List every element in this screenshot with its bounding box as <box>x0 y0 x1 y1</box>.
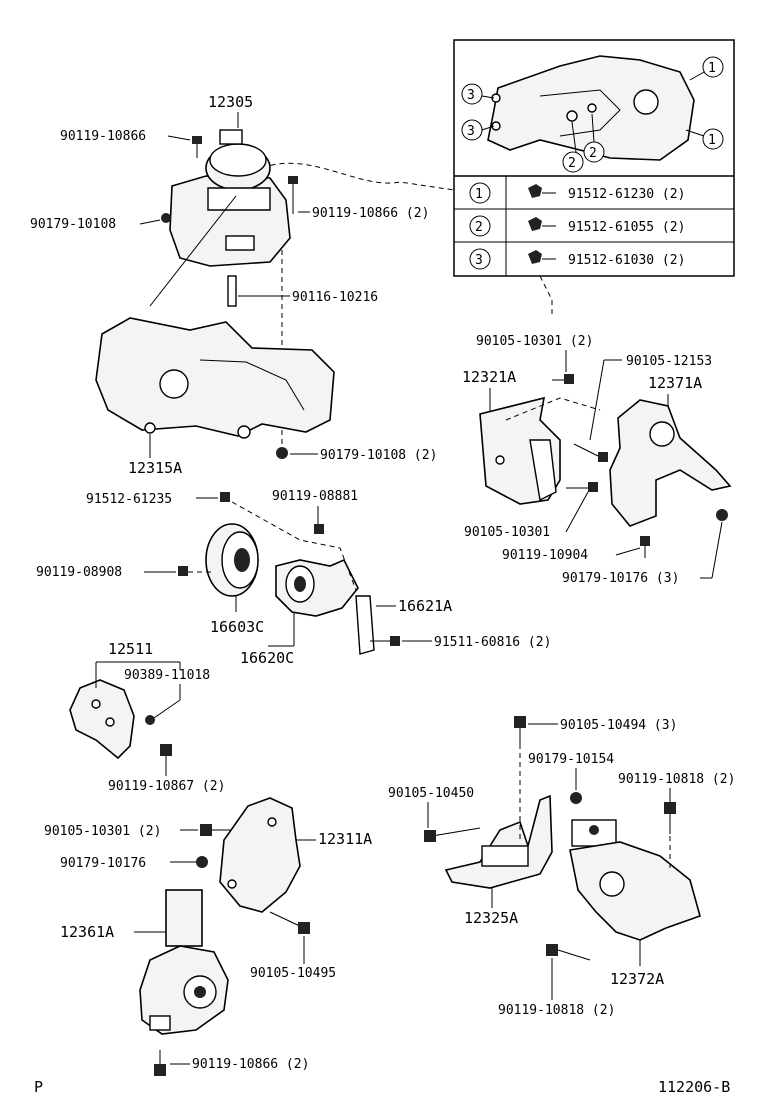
label-90105-10495: 90105-10495 <box>250 966 336 981</box>
label-12315A: 12315A <box>128 459 182 477</box>
bolt-icon <box>664 802 676 834</box>
bracket-12311A <box>219 797 301 913</box>
label-91512-61235: 91512-61235 <box>86 492 172 507</box>
bolt-icon <box>192 136 202 158</box>
svg-text:91512-61030 (2): 91512-61030 (2) <box>568 253 685 268</box>
stud-icon <box>227 275 237 307</box>
footer-page-marker: P <box>34 1078 43 1096</box>
svg-text:3: 3 <box>467 124 475 139</box>
bolt-icon <box>514 716 526 744</box>
label-12311A: 12311A <box>318 830 372 848</box>
inset-callout: 1 <box>702 56 724 78</box>
label-90105-10301-c: 90105-10301 (2) <box>44 824 161 839</box>
nut-icon <box>145 715 155 725</box>
label-12372A: 12372A <box>610 970 664 988</box>
bolt-icon <box>370 636 400 646</box>
label-16620C: 16620C <box>240 649 294 667</box>
bolt-icon <box>154 1050 166 1076</box>
footer-figure-code: 112206-B <box>658 1078 730 1096</box>
inset-callout: 2 <box>583 141 605 163</box>
inset-table-row: 3 91512-61030 (2) <box>469 248 685 270</box>
label-12321A: 12321A <box>462 368 516 386</box>
svg-text:2: 2 <box>589 146 597 161</box>
label-16621A: 16621A <box>398 597 452 615</box>
label-90105-10301: 90105-10301 <box>464 525 550 540</box>
inset-callout: 3 <box>461 83 483 105</box>
bracket-12511 <box>69 679 135 760</box>
label-16603C: 16603C <box>210 618 264 636</box>
label-12361A: 12361A <box>60 923 114 941</box>
nut-icon <box>570 792 582 804</box>
label-90105-10301-2: 90105-10301 (2) <box>476 334 593 349</box>
bracket-12325A <box>444 794 553 889</box>
label-90119-10818-2: 90119-10818 (2) <box>618 772 735 787</box>
bracket-12315A <box>95 317 335 439</box>
svg-text:91512-61055 (2): 91512-61055 (2) <box>568 220 685 235</box>
bolt-icon <box>200 824 230 836</box>
label-90105-10450: 90105-10450 <box>388 786 474 801</box>
inset-callout: 2 <box>562 151 584 173</box>
bolt-icon <box>573 443 608 462</box>
label-90179-10108: 90179-10108 <box>30 217 116 232</box>
label-12371A: 12371A <box>648 374 702 392</box>
svg-text:91512-61230 (2): 91512-61230 (2) <box>568 187 685 202</box>
bolt-icon <box>314 524 324 534</box>
label-90116-10216: 90116-10216 <box>292 290 378 305</box>
svg-text:2: 2 <box>568 156 576 171</box>
label-90119-10818-b: 90119-10818 (2) <box>498 1003 615 1018</box>
bolt-icon <box>269 911 310 934</box>
mount-12372A <box>569 819 701 941</box>
inset-table-row: 1 91512-61230 (2) <box>469 182 685 204</box>
inset-callout: 3 <box>461 119 483 141</box>
bracket-12321A <box>479 396 561 505</box>
nut-icon <box>196 856 208 868</box>
label-90179-10108-2: 90179-10108 (2) <box>320 448 437 463</box>
bolt-icon <box>288 176 298 214</box>
inset-detail: 1 1 3 3 2 2 1 <box>453 39 735 277</box>
bolt-icon <box>552 374 574 384</box>
label-90105-10494-3: 90105-10494 (3) <box>560 718 677 733</box>
svg-text:3: 3 <box>467 88 475 103</box>
tensioner-16620C <box>275 558 359 617</box>
label-90179-10176: 90179-10176 <box>60 856 146 871</box>
label-90119-10866-c: 90119-10866 (2) <box>192 1057 309 1072</box>
bolt-icon <box>160 744 172 756</box>
label-12511: 12511 <box>108 640 153 658</box>
label-90119-10866: 90119-10866 <box>60 129 146 144</box>
svg-text:3: 3 <box>475 253 483 268</box>
inset-callout: 1 <box>702 128 724 150</box>
label-90389-11018: 90389-11018 <box>124 668 210 683</box>
bolt-icon <box>640 536 650 558</box>
svg-text:1: 1 <box>475 187 483 202</box>
nut-icon <box>276 447 288 459</box>
nut-icon <box>161 213 171 223</box>
inset-table-row: 2 91512-61055 (2) <box>469 215 685 237</box>
bolt-icon <box>566 482 598 492</box>
label-90179-10176-3: 90179-10176 (3) <box>562 571 679 586</box>
bolt-icon <box>220 492 230 502</box>
label-90105-12153: 90105-12153 <box>626 354 712 369</box>
label-90119-10904: 90119-10904 <box>502 548 588 563</box>
svg-text:1: 1 <box>708 133 716 148</box>
bolt-icon <box>424 827 481 842</box>
label-90179-10154: 90179-10154 <box>528 752 614 767</box>
label-90119-08908: 90119-08908 <box>36 565 122 580</box>
mount-12361A <box>139 889 229 1035</box>
bolt-icon <box>178 566 188 576</box>
label-12325A: 12325A <box>464 909 518 927</box>
label-90119-10867-2: 90119-10867 (2) <box>108 779 225 794</box>
svg-text:2: 2 <box>475 220 483 235</box>
bolt-icon <box>546 944 591 961</box>
pulley-16603C <box>205 523 259 597</box>
bracket-12371A <box>609 399 732 527</box>
label-12305: 12305 <box>208 93 253 111</box>
bracket-16621A <box>355 595 375 655</box>
nut-icon <box>716 509 728 521</box>
svg-text:1: 1 <box>708 61 716 76</box>
label-90119-10866-2: 90119-10866 (2) <box>312 206 429 221</box>
label-91511-60816-2: 91511-60816 (2) <box>434 635 551 650</box>
label-90119-08881: 90119-08881 <box>272 489 358 504</box>
engine-mount-12305 <box>149 129 291 307</box>
